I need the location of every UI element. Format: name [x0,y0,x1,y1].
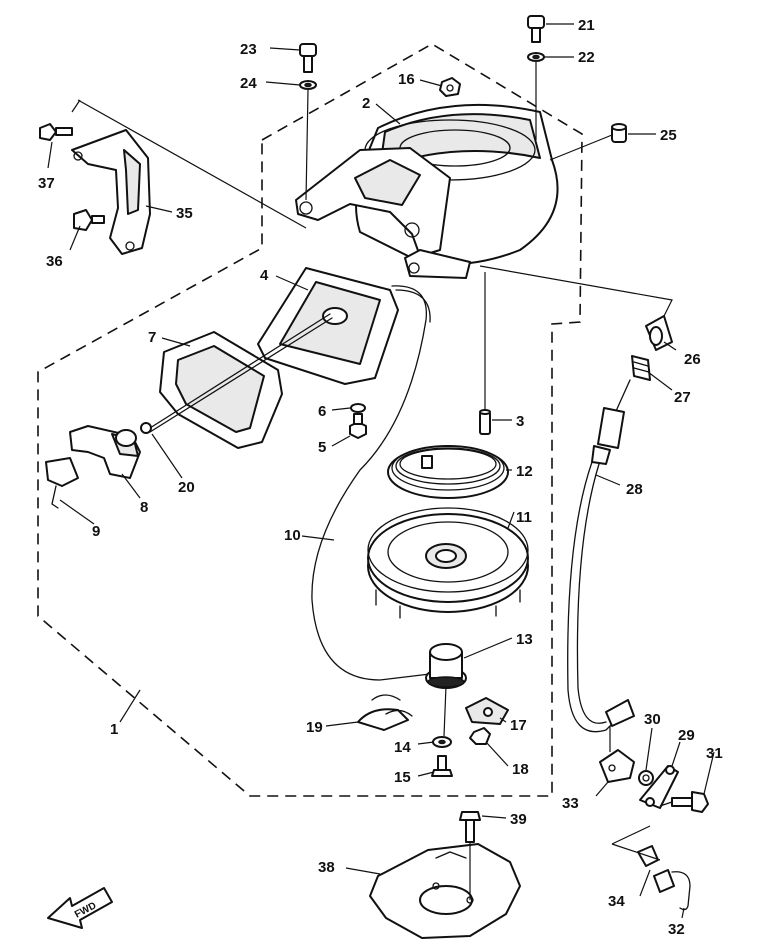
callout-35: 35 [176,205,193,222]
pin-3 [479,409,491,435]
callout-1: 1 [110,721,118,738]
callout-10: 10 [284,527,301,544]
spiral-spring-12 [387,445,509,499]
callout-11: 11 [516,509,532,526]
callout-36: 36 [46,253,63,270]
callout-29: 29 [678,727,695,744]
callout-9: 9 [92,523,100,540]
washer-22 [527,52,545,62]
callout-15: 15 [394,769,411,786]
bolt-31 [671,791,709,813]
ring-frame-4 [257,267,399,385]
rope-10 [311,285,431,681]
lever-29 [639,765,679,809]
bolt-5 [349,413,367,439]
washer-14 [432,736,452,748]
callout-12: 12 [516,463,533,480]
bolt-37 [39,123,73,141]
pawl-plate-17 [465,697,509,725]
callout-27: 27 [674,389,691,406]
link-32 [671,871,691,911]
bolt-39 [459,811,481,843]
callout-16: 16 [398,71,415,88]
callout-17: 17 [510,717,527,734]
spring-27 [631,355,651,381]
starter-housing [295,103,559,279]
clip-9 [45,457,79,509]
cable-28 [567,379,635,733]
bolt-23 [299,43,317,73]
bolt-36 [73,209,105,231]
callout-2: 2 [362,95,370,112]
nut-30 [638,770,654,786]
collar-25 [611,123,627,143]
bolt-15 [431,755,453,777]
callout-30: 30 [644,711,661,728]
washer-24 [299,80,317,90]
callout-14: 14 [394,739,411,756]
assembly-boundary [37,43,583,797]
callout-3: 3 [516,413,524,430]
callout-32: 32 [668,921,685,938]
fwd-arrow-icon: FWD [47,887,113,929]
callout-20: 20 [178,479,195,496]
callout-28: 28 [626,481,643,498]
spring-19 [357,694,413,731]
callout-37: 37 [38,175,55,192]
callout-24: 24 [240,75,257,92]
callout-19: 19 [306,719,323,736]
callout-25: 25 [660,127,677,144]
clip-34 [637,845,675,893]
plate-38 [369,843,521,939]
callout-22: 22 [578,49,595,66]
starter-rope-20 [149,313,331,429]
bolt-21 [527,15,545,43]
callout-34: 34 [608,893,625,910]
starter-handle-8 [69,422,152,479]
callout-4: 4 [260,267,269,284]
callout-7: 7 [148,329,156,346]
nut-18 [469,727,491,745]
callout-5: 5 [318,439,326,456]
callout-33: 33 [562,795,579,812]
bracket-35 [71,129,151,255]
cable-bracket-33 [599,749,635,783]
callout-6: 6 [318,403,326,420]
handle-grip-7 [159,331,283,449]
callout-23: 23 [240,41,257,58]
callout-38: 38 [318,859,335,876]
callout-8: 8 [140,499,148,516]
callout-18: 18 [512,761,529,778]
callout-21: 21 [578,17,595,34]
callout-31: 31 [706,745,723,762]
callout-26: 26 [684,351,701,368]
cable-end-26 [645,315,673,351]
callout-13: 13 [516,631,533,648]
washer-6 [350,403,366,413]
callout-39: 39 [510,811,527,828]
nut-16 [439,77,461,97]
sheave-drum-11 [367,507,529,619]
drive-cup-13 [425,643,467,689]
